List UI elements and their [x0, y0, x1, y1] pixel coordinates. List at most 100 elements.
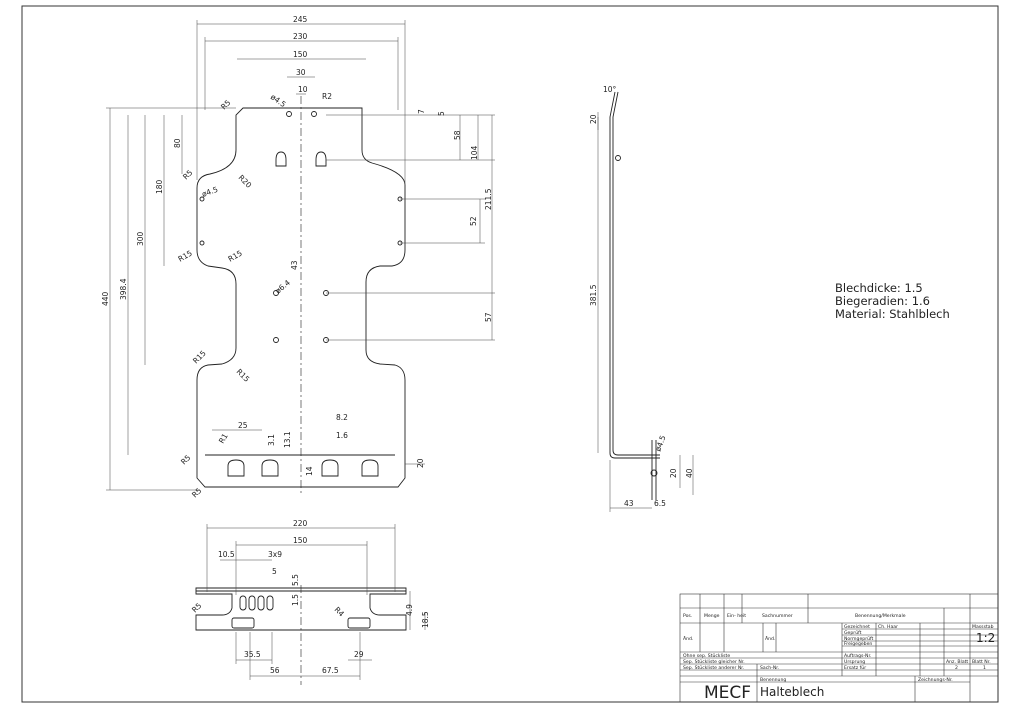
bottom-view-outline [195, 587, 407, 631]
tb-blatt-nr: 1 [983, 665, 986, 671]
dim-5-5: 5.5 [291, 574, 300, 586]
dim-220: 220 [293, 519, 308, 528]
dim-29: 29 [354, 650, 364, 659]
front-view [196, 96, 406, 495]
dim-35-5: 35.5 [244, 650, 261, 659]
bottom-view-dimension-lines [206, 524, 426, 680]
dim-18-5: 18.5 [421, 611, 430, 628]
side-view-dimension-labels: 10° 20 381.5 ø4.5 20 40 43 6.5 [589, 85, 694, 508]
dim-14: 14 [305, 466, 314, 476]
note-material: Material: Stahlblech [835, 307, 950, 321]
tb-gezeichnet: Gezeichnet [844, 624, 870, 630]
dim-180: 180 [155, 179, 164, 194]
tb-sachnummer: Sachnummer [762, 613, 793, 619]
dim-20-side-b: 20 [669, 468, 678, 478]
dim-230: 230 [293, 32, 308, 41]
radius-r5-bottom-a: R5 [179, 453, 193, 467]
radius-r15-c: R15 [191, 348, 208, 365]
side-view-dimension-lines [597, 112, 694, 512]
dim-104: 104 [470, 145, 479, 160]
tb-auftrags-nr: Auftrags-Nr. [844, 653, 871, 659]
tb-benennung-label: Benennung [760, 677, 786, 683]
dim-211-5: 211.5 [484, 188, 493, 210]
dim-10-5: 10.5 [218, 550, 235, 559]
side-view [609, 91, 660, 500]
dim-r1: R1 [217, 432, 230, 445]
front-view-dimension-lines [106, 20, 495, 491]
dim-52: 52 [469, 216, 478, 226]
dim-43-center: 43 [290, 260, 299, 270]
dim-150: 150 [293, 50, 308, 59]
radius-r5-bottom-view: R5 [190, 601, 204, 615]
dim-30: 30 [296, 68, 306, 77]
dim-80: 80 [173, 138, 182, 148]
tb-gezeichnet-by: Ch. Haar [878, 624, 898, 630]
dim-57: 57 [484, 312, 493, 322]
dim-440: 440 [101, 291, 110, 306]
dim-8-2: 8.2 [336, 413, 348, 422]
tb-aend-2: Änd. [765, 635, 775, 642]
note-blechdicke: Blechdicke: 1.5 [835, 281, 923, 295]
dim-5: 5 [437, 111, 446, 116]
title-block: Pos. Menge Ein- heit Sachnummer Benennun… [679, 593, 999, 703]
dim-3x9: 3x9 [268, 550, 282, 559]
tb-ohne-stueckliste: Ohne sep. Stückliste [683, 653, 730, 659]
tb-blatt-nr-label: Blatt Nr. [972, 659, 991, 665]
tb-anz-blatt-label: Anz. Blatt [946, 659, 968, 665]
bottom-view [195, 585, 407, 685]
radius-r5-top: R5 [219, 98, 233, 112]
radius-r15-a: R15 [177, 248, 194, 263]
dim-20-bottom: 20 [416, 458, 425, 468]
dim-r2: R2 [322, 92, 332, 101]
tb-pos: Pos. [683, 613, 692, 619]
radius-r15-b: R15 [227, 248, 244, 263]
tb-sach-nr: Sach-Nr. [760, 665, 779, 671]
tb-ersatz: Ersatz für [844, 665, 866, 671]
tb-freigegeben: Freigegeben [844, 641, 872, 647]
tb-aend-1: Änd. [683, 635, 693, 642]
tb-menge: Menge [704, 613, 720, 619]
tb-geprueft: Geprüft [844, 630, 862, 636]
dim-10: 10 [298, 85, 308, 94]
drawing-frame [21, 5, 999, 703]
dim-10-degree: 10° [603, 85, 617, 94]
dim-398-4: 398.4 [119, 278, 128, 300]
dim-20-side: 20 [589, 114, 598, 124]
dim-5-bottom: 5 [272, 567, 277, 576]
tb-title: Halteblech [760, 685, 824, 699]
front-view-outline [196, 107, 406, 488]
dim-381-5: 381.5 [589, 284, 598, 306]
dim-300: 300 [136, 231, 145, 246]
radius-r5-left: R5 [181, 168, 195, 182]
dim-58: 58 [453, 130, 462, 140]
tb-normgeprueft: Normgeprüft [844, 636, 874, 642]
tb-ursprung: Ursprung [844, 659, 865, 665]
dim-25: 25 [238, 421, 248, 430]
dim-56: 56 [270, 666, 280, 675]
dim-67-5: 67.5 [322, 666, 339, 675]
dim-245: 245 [293, 15, 308, 24]
radius-r4: R4 [333, 605, 347, 619]
dim-40-side: 40 [685, 468, 694, 478]
bottom-view-dimension-labels: 220 150 10.5 3x9 5 5.5 1.5 R5 R4 4.9 18.… [190, 519, 430, 675]
side-view-profile [609, 91, 660, 459]
dim-43-side: 43 [624, 499, 634, 508]
dim-6-5-side: 6.5 [654, 499, 666, 508]
dim-150-bottom: 150 [293, 536, 308, 545]
radius-r5-bottom-b: R5 [190, 486, 204, 500]
dim-dia-4-5-left: ø4.5 [201, 185, 220, 199]
tb-massstab-label: Massstab [972, 624, 994, 630]
tb-company: MECF [704, 683, 751, 703]
note-biegeradien: Biegeradien: 1.6 [835, 294, 930, 308]
dim-1-6: 1.6 [336, 431, 348, 440]
tb-massstab: 1:2 [976, 631, 995, 645]
dim-dia-4-5-side: ø4.5 [653, 434, 667, 453]
tb-einheit: Ein- heit [727, 613, 746, 619]
tb-zeichnungs-nr: Zeichnungs-Nr. [918, 677, 953, 683]
dim-13-1: 13.1 [283, 431, 292, 448]
radius-r15-d: R15 [235, 367, 252, 384]
front-view-dimension-labels: 245 230 150 30 10 R2 ø4.5 7 5 58 104 211… [101, 15, 493, 499]
dim-dia-6-4: ø6.4 [274, 278, 293, 296]
dim-1-5: 1.5 [291, 594, 300, 606]
